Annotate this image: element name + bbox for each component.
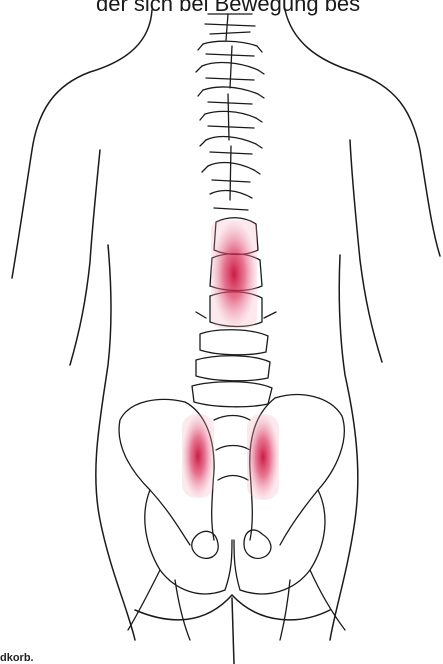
spine [192,14,276,407]
pain-region-lumbar [211,220,257,328]
buttock-lines [135,595,330,664]
caption-bottom: dkorb. [0,652,34,664]
pain-region-left-sacroiliac [182,414,214,498]
pain-region-right-sacroiliac [247,414,279,500]
